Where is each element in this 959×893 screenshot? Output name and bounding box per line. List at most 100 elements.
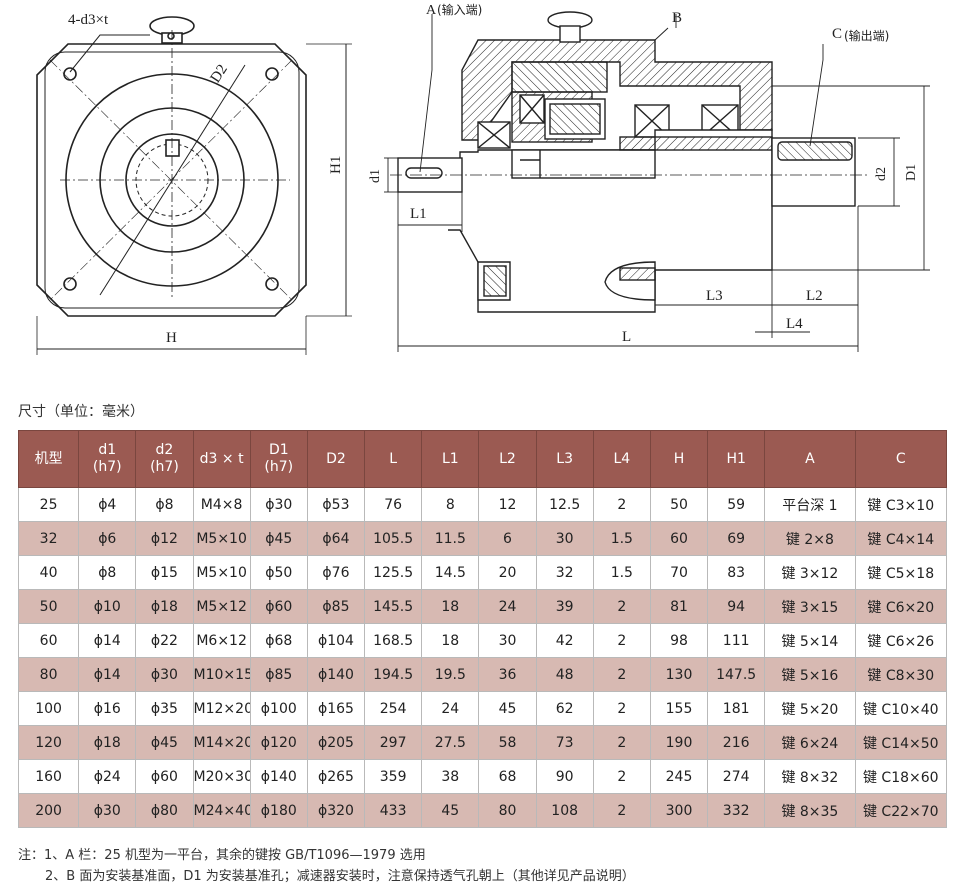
table-cell: 145.5 [364, 589, 423, 624]
column-header-label: D1 [268, 442, 289, 458]
table-cell: 62 [535, 691, 594, 726]
gear-block [511, 61, 608, 93]
table-cell: 111 [707, 623, 766, 658]
label-big-d1: D1 [904, 164, 919, 181]
table-cell: M24×40 [192, 793, 251, 828]
table-cell: ϕ45 [135, 725, 194, 760]
key-slot [165, 139, 180, 157]
table-cell: 键 5×16 [764, 657, 856, 692]
label-h1: H1 [328, 156, 344, 174]
table-cell: 18 [421, 623, 480, 658]
table-cell: 76 [364, 487, 423, 522]
label-l3: L3 [706, 288, 723, 304]
table-cell: ϕ180 [249, 793, 308, 828]
table-cell: M6×12 [192, 623, 251, 658]
column-header-label: L3 [556, 450, 573, 467]
table-cell: 25 [17, 487, 80, 522]
table-cell: 2 [592, 487, 651, 522]
column-header-label: L2 [499, 450, 516, 467]
table-cell: 24 [478, 589, 537, 624]
table-cell: ϕ165 [306, 691, 366, 726]
table-cell: 27.5 [421, 725, 480, 760]
table-cell: ϕ50 [249, 555, 308, 590]
table-cell: M14×20 [192, 725, 251, 760]
table-cell: 32 [535, 555, 594, 590]
label-bolt-spec: 4-d3×t [68, 12, 109, 28]
table-cell: ϕ320 [306, 793, 366, 828]
table-cell: 键 C6×20 [854, 589, 948, 624]
table-cell: ϕ30 [249, 487, 308, 522]
table-cell: ϕ76 [306, 555, 366, 590]
table-cell: 38 [421, 759, 480, 794]
note-line-2: 2、B 面为安装基准面，D1 为安装基准孔；减速器安装时，注意保持透气孔朝上（其… [45, 869, 635, 884]
column-header: L4 [592, 430, 651, 488]
table-cell: 平台深 1 [764, 487, 856, 522]
table-cell: 58 [478, 725, 537, 760]
section-view [384, 11, 930, 352]
label-l: L [622, 329, 631, 345]
table-cell: ϕ265 [306, 759, 366, 794]
table-cell: 73 [535, 725, 594, 760]
input-keyway [405, 167, 443, 179]
drawing-svg: 4-d3×t D2 H1 H [36, 2, 930, 355]
column-header: d1(h7) [78, 430, 137, 488]
table-cell: 69 [707, 521, 766, 556]
table-cell: 216 [707, 725, 766, 760]
table-cell: ϕ140 [306, 657, 366, 692]
table-cell: 80 [17, 657, 80, 692]
column-header: C [854, 430, 948, 488]
table-cell: ϕ16 [78, 691, 137, 726]
table-cell: ϕ10 [78, 589, 137, 624]
table-cell: ϕ100 [249, 691, 308, 726]
column-header-sublabel: (h7) [92, 459, 122, 475]
table-cell: M5×12 [192, 589, 251, 624]
table-cell: 81 [649, 589, 709, 624]
table-cell: ϕ24 [78, 759, 137, 794]
table-cell: 45 [421, 793, 480, 828]
table-cell: ϕ140 [249, 759, 308, 794]
label-d1: d1 [368, 169, 383, 183]
table-cell: 键 3×12 [764, 555, 856, 590]
table-cell: 40 [17, 555, 80, 590]
table-cell: 19.5 [421, 657, 480, 692]
table-cell: 190 [649, 725, 709, 760]
table-cell: ϕ6 [78, 521, 137, 556]
table-cell: 键 C4×14 [854, 521, 948, 556]
table-cell: M5×10 [192, 521, 251, 556]
label-c: C [832, 26, 842, 42]
table-cell: 297 [364, 725, 423, 760]
table-cell: 键 3×15 [764, 589, 856, 624]
table-cell: ϕ80 [135, 793, 194, 828]
table-cell: 200 [17, 793, 80, 828]
table-cell: M20×30 [192, 759, 251, 794]
table-cell: 14.5 [421, 555, 480, 590]
table-cell: 108 [535, 793, 594, 828]
table-cell: 2 [592, 589, 651, 624]
label-a: A [426, 3, 437, 18]
column-header: L [364, 430, 423, 488]
bolt-hole [265, 277, 279, 291]
column-header-label: H [673, 450, 685, 467]
table-cell: ϕ45 [249, 521, 308, 556]
column-header: L1 [421, 430, 480, 488]
table-cell: ϕ22 [135, 623, 194, 658]
table-cell: 2 [592, 759, 651, 794]
table-cell: 100 [17, 691, 80, 726]
table-cell: ϕ8 [78, 555, 137, 590]
column-header: 机型 [17, 430, 80, 488]
table-cell: 274 [707, 759, 766, 794]
table-cell: 1.5 [592, 521, 651, 556]
column-header-label: L [389, 450, 398, 467]
table-cell: ϕ18 [78, 725, 137, 760]
table-cell: 50 [17, 589, 80, 624]
flange-outline [36, 43, 307, 317]
column-header-sublabel: (h7) [264, 459, 294, 475]
table-cell: ϕ15 [135, 555, 194, 590]
